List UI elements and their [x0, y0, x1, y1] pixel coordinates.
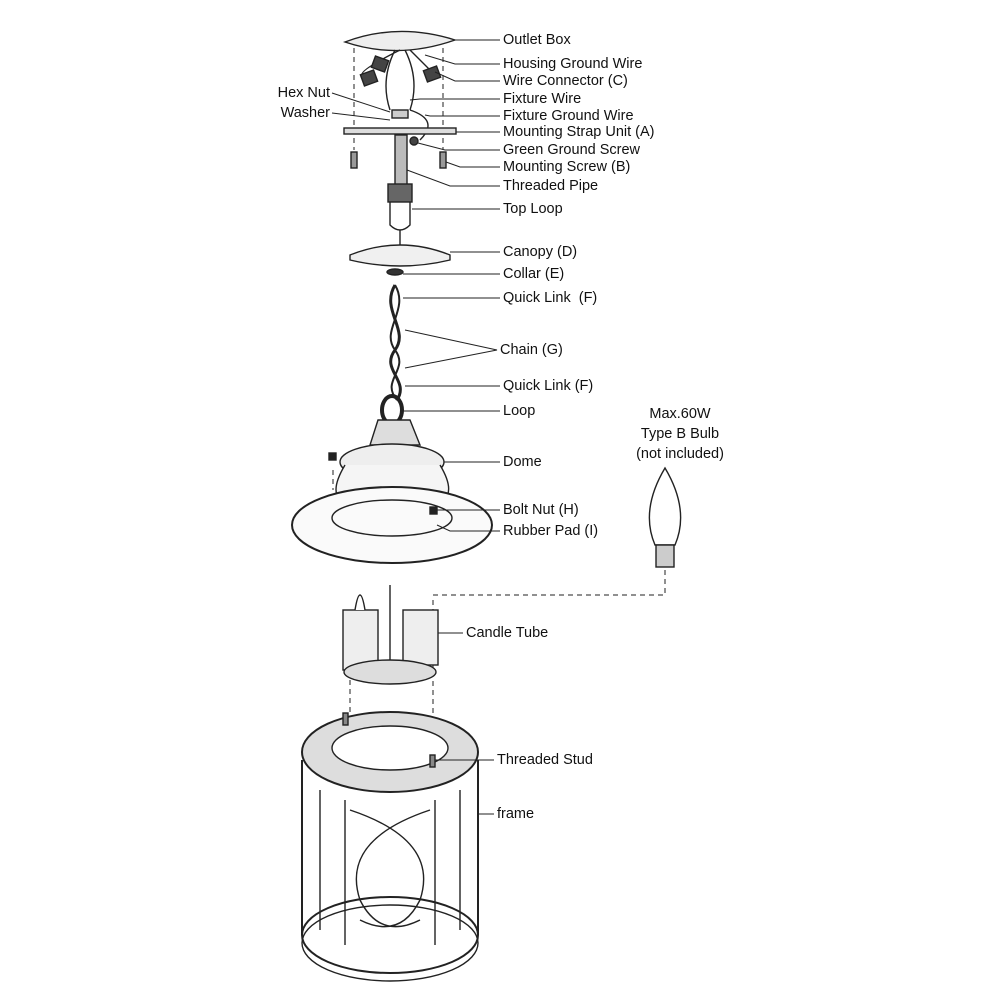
label-wire-connector: Wire Connector (C) [503, 73, 628, 89]
outlet-box-shape [342, 30, 458, 52]
label-frame: frame [497, 806, 535, 822]
label-washer: Washer [280, 105, 330, 121]
label-outlet-box: Outlet Box [503, 32, 571, 48]
label-top-loop: Top Loop [503, 201, 563, 217]
mounting-strap-shape [343, 127, 457, 135]
label-mounting-screw: Mounting Screw (B) [503, 159, 631, 175]
label-canopy: Canopy (D) [503, 244, 578, 260]
label-bolt-nut: Bolt Nut (H) [503, 502, 579, 518]
bulb-type: Type B Bulb [640, 426, 720, 442]
label-housing-ground-wire: Housing Ground Wire [503, 56, 643, 72]
label-quick-link-bottom: Quick Link (F) [503, 378, 594, 394]
label-mounting-strap: Mounting Strap Unit (A) [503, 124, 655, 140]
label-quick-link-top: Quick Link (F) [503, 290, 598, 306]
label-chain: Chain (G) [500, 342, 563, 358]
wire-connector-shape [370, 55, 390, 73]
label-fixture-wire: Fixture Wire [503, 91, 582, 107]
label-dome: Dome [503, 454, 542, 470]
bulb-wattage: Max.60W [649, 406, 711, 422]
label-threaded-stud: Threaded Stud [497, 752, 593, 768]
label-candle-tube: Candle Tube [466, 625, 549, 641]
bulb-not-included: (not included) [636, 446, 724, 462]
label-threaded-pipe: Threaded Pipe [503, 178, 599, 194]
label-loop: Loop [503, 403, 536, 419]
label-rubber-pad: Rubber Pad (I) [503, 523, 599, 539]
label-fixture-ground-wire: Fixture Ground Wire [503, 108, 634, 124]
label-hex-nut: Hex Nut [277, 85, 330, 101]
label-green-ground-screw: Green Ground Screw [503, 142, 641, 158]
label-collar: Collar (E) [503, 266, 565, 282]
bulb-note: Max.60W Type B Bulb (not included) [610, 404, 750, 464]
